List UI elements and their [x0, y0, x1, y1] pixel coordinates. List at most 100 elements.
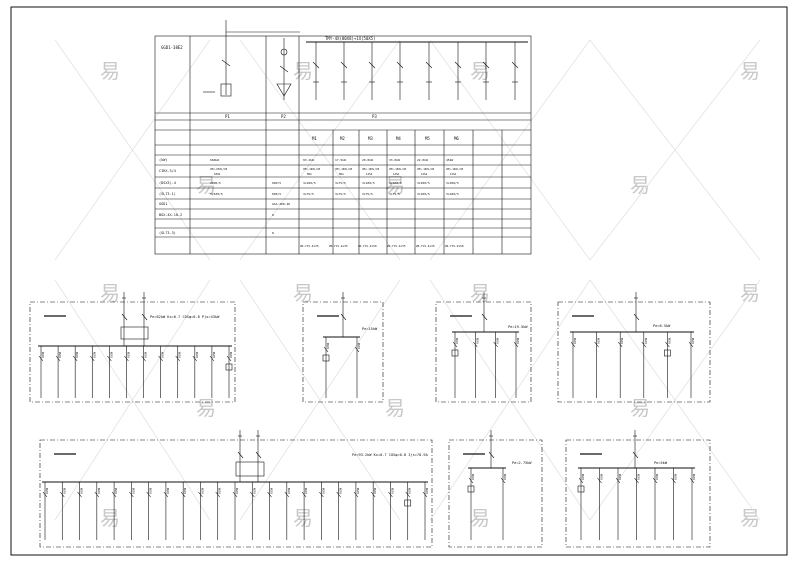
branch-label: C65N: [573, 337, 577, 344]
watermark-stroke: [239, 39, 401, 261]
row-label: BGX-4X-10-2: [159, 213, 182, 217]
branch-label: C65N: [692, 473, 696, 480]
table-cell: 125A: [393, 172, 400, 176]
main-distribution-table: [154, 20, 532, 255]
cable-label: ZR-YJV-4x50: [445, 244, 464, 248]
table-cell: CM1-100L/4P: [303, 167, 321, 171]
branch-label: C65N: [516, 337, 520, 344]
table-left-header: GGD1-38E2: [161, 45, 183, 50]
branch-label: C65N: [235, 487, 239, 494]
watermark-glyph: 易: [196, 173, 216, 197]
table-cell: CM1-100L/4P: [417, 167, 435, 171]
cable-label: ZR-YJV-4x35: [300, 244, 319, 248]
table-cell: 22.0kW: [417, 158, 428, 162]
branch-label: C65N: [183, 487, 187, 494]
watermark-stroke: [589, 279, 761, 521]
branch-label: C65N: [339, 487, 343, 494]
branch-label: C65N: [408, 487, 412, 494]
branch-label: C65N: [373, 487, 377, 494]
table-cell: 125A: [366, 172, 373, 176]
branch-label: C65N: [496, 337, 500, 344]
branch-label: C65N: [326, 342, 330, 349]
table-cell: GSA-400-4P: [272, 202, 290, 206]
table-cell: 3x75/5: [389, 192, 400, 196]
cabinet-label: M4: [396, 136, 401, 141]
branch-label: C65N: [503, 473, 507, 480]
branch-label: C65N: [75, 351, 79, 358]
table-col-header-p3: P3: [372, 114, 377, 119]
branch-label: C65N: [149, 487, 153, 494]
branch-label: C65N: [475, 337, 479, 344]
branch-label: C65N: [356, 487, 360, 494]
watermark-layer: 易易易易易易易易易易易易易易易易易易: [54, 39, 761, 530]
branch-label: C65N: [674, 473, 678, 480]
branch-label: C65N: [58, 351, 62, 358]
panel-label: Pe=8.5kW: [653, 324, 671, 328]
table-cell: CM1-100L/4P: [446, 167, 464, 171]
cabinet-label: M1: [312, 136, 317, 141]
row-label: (kW): [159, 158, 167, 162]
panel-label: Pe=62kW Kx=0.7 COSφ=0.8 Pjs=43kW: [150, 315, 220, 319]
branch-label: C65N: [620, 337, 624, 344]
watermark-stroke: [589, 39, 761, 261]
watermark-glyph: 易: [100, 281, 120, 305]
watermark-glyph: 易: [740, 506, 760, 530]
branch-label: C65N: [581, 473, 585, 480]
table-col-header-p1: P1: [225, 114, 230, 119]
cabinet-label: M5: [425, 136, 430, 141]
branch-label: C65N: [655, 473, 659, 480]
drawing-border: [10, 6, 788, 556]
main-table-branches: [312, 42, 519, 100]
table-cell: 3x100/5: [446, 181, 459, 185]
table-cell: CM1-100L/4P: [389, 167, 407, 171]
watermark-glyph: 易: [293, 281, 313, 305]
watermark-glyph: 易: [470, 506, 490, 530]
cable-label: ZR-YJV-4x50: [358, 244, 377, 248]
table-cell: 600/5: [272, 192, 281, 196]
table-cell: 600/5: [272, 181, 281, 185]
branch-label: C65N: [357, 342, 361, 349]
watermark-stroke: [239, 279, 401, 521]
panel-label: Pe=5kW: [654, 461, 668, 465]
table-cell: 630A: [214, 172, 221, 176]
branch-label: C65N: [212, 351, 216, 358]
table-cell: CM1-100L/4P: [335, 167, 353, 171]
watermark-glyph: 易: [293, 59, 313, 83]
watermark-glyph: 易: [470, 59, 490, 83]
branch-label: C65N: [270, 487, 274, 494]
branch-label: C65N: [62, 487, 66, 494]
table-cell: CM1-630L/4P: [210, 167, 228, 171]
branch-label: C65N: [161, 351, 165, 358]
branch-label: C65N: [195, 351, 199, 358]
row-label: CIRX-3/4: [159, 169, 176, 173]
table-cell: 80A: [339, 172, 344, 176]
table-cell: 20.0kW: [362, 158, 373, 162]
branch-label: C65N: [252, 487, 256, 494]
table-cell: 3x630/5: [210, 192, 223, 196]
row-label: (DSX3)-4: [159, 181, 176, 185]
table-cell: 3x100/5: [417, 192, 430, 196]
row-label: (SL73-1): [159, 192, 176, 196]
watermark-stroke: [54, 39, 211, 261]
branch-label: C65N: [304, 487, 308, 494]
branch-label: C65N: [131, 487, 135, 494]
table-cell: 17.5kW: [335, 158, 346, 162]
branch-label: C65N: [425, 487, 429, 494]
watermark-glyph: 易: [630, 396, 650, 420]
cable-label: ZR-YJV-4x35: [329, 244, 348, 248]
panel-label: Pe=15kW: [362, 327, 378, 331]
panel-label: Pe=19.5kW: [508, 325, 528, 329]
watermark-stroke: [54, 279, 211, 521]
table-cell: 80A: [307, 172, 312, 176]
table-cell: 3x100/5: [362, 181, 375, 185]
table-cell: 93.2kW: [303, 158, 314, 162]
table-col-header-p2: P2: [281, 114, 286, 119]
table-cell: 3x75/5: [303, 192, 314, 196]
table-cell: 8: [272, 213, 274, 217]
